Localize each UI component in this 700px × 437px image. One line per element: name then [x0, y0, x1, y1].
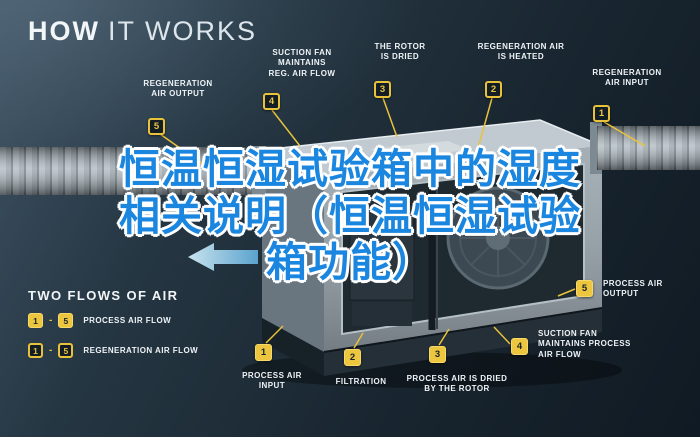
callout-lines [159, 97, 646, 349]
machine-unit [261, 119, 603, 376]
title-word-it-works: IT WORKS [107, 16, 257, 46]
legend-label-process: PROCESS AIR FLOW [83, 316, 172, 325]
legend-badge-regen-end: 5 [58, 343, 74, 358]
step-badge-process-5: 5 [576, 280, 593, 297]
legend-badge-regen-start: 1 [28, 343, 43, 358]
legend-row-process: 1 - 5 PROCESS AIR FLOW [28, 313, 171, 328]
callout-label-process-air-output: PROCESS AIR OUTPUT [603, 279, 663, 299]
step-badge-process-4: 4 [511, 338, 528, 355]
step-badge-process-1: 1 [255, 344, 272, 361]
callout-label-suction-fan-process: SUCTION FAN MAINTAINS PROCESS AIR FLOW [538, 329, 631, 359]
plinth-front [324, 308, 602, 376]
filter-block [349, 204, 415, 301]
callout-label-process-air-dried: PROCESS AIR IS DRIED BY THE ROTOR [406, 374, 508, 394]
title-word-how: HOW [28, 16, 100, 46]
callout-label-regen-air-heated: REGENERATION AIR IS HEATED [477, 42, 565, 62]
legend-label-regeneration: REGENERATION AIR FLOW [83, 346, 199, 355]
callout-label-process-air-input: PROCESS AIR INPUT [242, 371, 302, 391]
right-duct [590, 122, 700, 174]
watermark-line-1: 恒温恒湿试验箱中的湿度 [119, 146, 581, 192]
legend-dash: - [49, 315, 53, 326]
callout-label-suction-fan-reg: SUCTION FAN MAINTAINS REG. AIR FLOW [268, 48, 336, 78]
step-badge-regen-5: 5 [148, 118, 165, 135]
legend-heading: TWO FLOWS OF AIR [28, 288, 179, 303]
left-duct [0, 146, 266, 198]
step-badge-regen-1: 1 [593, 105, 610, 122]
legend-row-regeneration: 1 - 5 REGENERATION AIR FLOW [28, 343, 198, 358]
legend-dash: - [49, 345, 53, 356]
airflow-arrow [188, 243, 258, 271]
step-badge-regen-4: 4 [263, 93, 280, 110]
legend-badge-process-start: 1 [28, 313, 43, 328]
legend-badge-process-end: 5 [58, 313, 74, 328]
lower-component [352, 302, 412, 326]
step-badge-regen-3: 3 [374, 81, 391, 98]
callout-label-filtration: FILTRATION [335, 377, 387, 386]
callout-label-rotor-is-dried: THE ROTOR IS DRIED [374, 42, 426, 62]
watermark-line-2: 相关说明（恒温恒湿试验 [119, 192, 581, 239]
watermark-text: 恒温恒湿试验箱中的湿度 相关说明（恒温恒湿试验 箱功能） [0, 146, 700, 286]
step-badge-process-2: 2 [344, 349, 361, 366]
callout-label-regeneration-air-output: REGENERATION AIR OUTPUT [143, 79, 213, 99]
step-badge-process-3: 3 [429, 346, 446, 363]
rotor-wheel [446, 186, 550, 290]
callout-label-regen-air-input: REGENERATION AIR INPUT [592, 68, 662, 88]
watermark-line-3: 箱功能） [266, 239, 434, 286]
step-badge-regen-2: 2 [485, 81, 502, 98]
